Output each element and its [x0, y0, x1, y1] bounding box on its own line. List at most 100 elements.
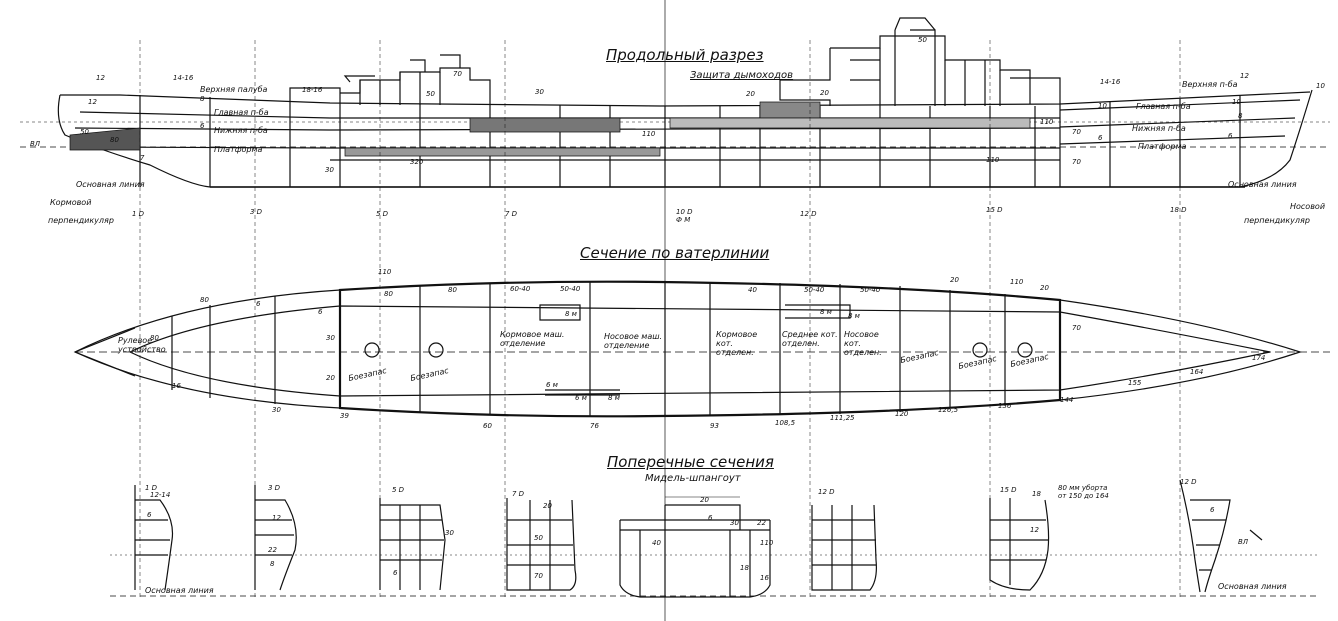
- compartment-aft-engine: Кормовое маш. отделение: [500, 330, 565, 348]
- plan-armor: 20: [1040, 284, 1049, 292]
- plan-frame: 120: [895, 410, 909, 418]
- sec-num: 30: [445, 529, 454, 537]
- armor-num: 320: [410, 158, 424, 166]
- armor-num: 6: [1098, 134, 1103, 142]
- armor-num: 12: [1240, 72, 1249, 80]
- plan-armor: 40: [748, 286, 757, 294]
- bow-mark: 10: [1316, 82, 1325, 90]
- plan-armor: 60-40: [510, 285, 531, 293]
- armor-num: 18-16: [302, 86, 323, 94]
- station-label: 3 D: [250, 208, 263, 216]
- armor-num: 8: [1238, 112, 1243, 120]
- station-sub-label: Ф М: [676, 216, 691, 224]
- armor-num: 80: [110, 136, 119, 144]
- sec-num: 22: [268, 546, 277, 554]
- armor-num: 70: [453, 70, 462, 78]
- plan-armor: 70: [1072, 324, 1081, 332]
- armor-num: 110: [986, 156, 1000, 164]
- plan-armor: 80: [384, 290, 393, 298]
- armor-num: 50: [918, 36, 927, 44]
- plan-frame: 144: [1060, 396, 1073, 404]
- plan-armor: 50-40: [804, 286, 825, 294]
- mid-num: 22: [757, 519, 766, 527]
- section-note-80mm: 80 мм уборта от 150 до 164: [1058, 484, 1109, 500]
- armor-num: 70: [1072, 158, 1081, 166]
- title-waterline: Сечение по ватерлинии: [580, 244, 770, 262]
- plan-frame: 76: [590, 422, 599, 430]
- compartment-steering: Рулевое устройство: [118, 336, 166, 354]
- section-station: 1 D: [145, 484, 158, 492]
- aft-perpendicular-label: перпендикуляр: [48, 216, 114, 225]
- mid-num: 20: [700, 496, 709, 504]
- armor-num: 50: [426, 90, 435, 98]
- section-station: 15 D: [1000, 486, 1017, 494]
- plan-dim: 8 м: [820, 308, 833, 316]
- sec-num: 12: [1030, 526, 1039, 534]
- sec-num: 20: [543, 502, 552, 510]
- title-transverse: Поперечные сечения: [607, 453, 774, 471]
- armor-num: 14-16: [173, 74, 194, 82]
- deck-label-fwd: Нижняя п-ба: [1132, 124, 1186, 133]
- station-label: 10 D: [676, 208, 693, 216]
- station-label: 1 D: [132, 210, 145, 218]
- title-longitudinal: Продольный разрез: [606, 46, 764, 64]
- sec-num: 6: [147, 511, 152, 519]
- plan-frame: 16: [172, 382, 181, 390]
- deck-label-fwd: Главная п-ба: [1136, 102, 1191, 111]
- sec-num: 50: [534, 534, 543, 542]
- sec-num: 6: [393, 569, 398, 577]
- deck-label-aft: Главная п-ба: [214, 108, 269, 117]
- station-label: 15 D: [986, 206, 1003, 214]
- armor-num: 7: [140, 154, 145, 162]
- plan-armor: 80: [200, 296, 209, 304]
- compartment-fwd-engine: Носовое маш. отделение: [604, 332, 663, 350]
- sec-num: 18: [1032, 490, 1041, 498]
- compartment-aft-boiler: Кормовое кот. отделен.: [716, 330, 758, 357]
- section-baseline-right: Основная линия: [1218, 582, 1287, 591]
- armor-num: 20: [820, 89, 829, 97]
- plan-frame: 93: [710, 422, 719, 430]
- armor-num: 6: [1228, 132, 1233, 140]
- plan-armor: 50-40: [860, 286, 881, 294]
- aft-perpendicular-label: Кормовой: [50, 198, 92, 207]
- sec-num: 6: [1210, 506, 1215, 514]
- plan-armor: 20: [950, 276, 959, 284]
- armor-num: 50: [80, 128, 89, 136]
- armor-num: 110: [1040, 118, 1054, 126]
- plan-dim: 8 м: [608, 394, 621, 402]
- armor-num: 110: [642, 130, 656, 138]
- transverse-sections: [110, 479, 1320, 598]
- section-station: 12 D: [818, 488, 835, 496]
- plan-dim: 8 м: [565, 310, 578, 318]
- section-waterline-mark: ВЛ: [1238, 538, 1249, 546]
- armor-num: 20: [746, 90, 755, 98]
- mid-num: 30: [730, 519, 739, 527]
- plan-armor: 50-40: [560, 285, 581, 293]
- plan-armor: 80: [448, 286, 457, 294]
- plan-armor: 20: [326, 374, 335, 382]
- waterline-mark: ВЛ: [30, 140, 41, 148]
- funnel-protection-label: Защита дымоходов: [690, 70, 794, 81]
- plan-armor: 110: [378, 268, 392, 276]
- plan-frame: 155: [1128, 379, 1142, 387]
- baseline-label-aft: Основная линия: [76, 180, 145, 189]
- mid-num: 110: [760, 539, 774, 547]
- deck-label-fwd: Платформа: [1138, 142, 1187, 151]
- station-label: 12 D: [800, 210, 817, 218]
- plan-armor: 30: [326, 334, 335, 342]
- section-station: 12 D: [1180, 478, 1197, 486]
- plan-frame: 164: [1190, 368, 1203, 376]
- armor-num: 6: [200, 122, 205, 130]
- section-station: 7 D: [512, 490, 525, 498]
- fwd-perpendicular-label: перпендикуляр: [1244, 216, 1310, 225]
- sec-num: 70: [534, 572, 543, 580]
- deck-label-aft: Верхняя палуба: [200, 85, 268, 94]
- frame-lines: [139, 40, 1181, 600]
- armor-num: 30: [535, 88, 544, 96]
- armor-num: 70: [1072, 128, 1081, 136]
- armor-num: 30: [325, 166, 334, 174]
- plan-frame: 108,5: [775, 419, 796, 427]
- section-baseline-left: Основная линия: [145, 586, 214, 595]
- section-station: 3 D: [268, 484, 281, 492]
